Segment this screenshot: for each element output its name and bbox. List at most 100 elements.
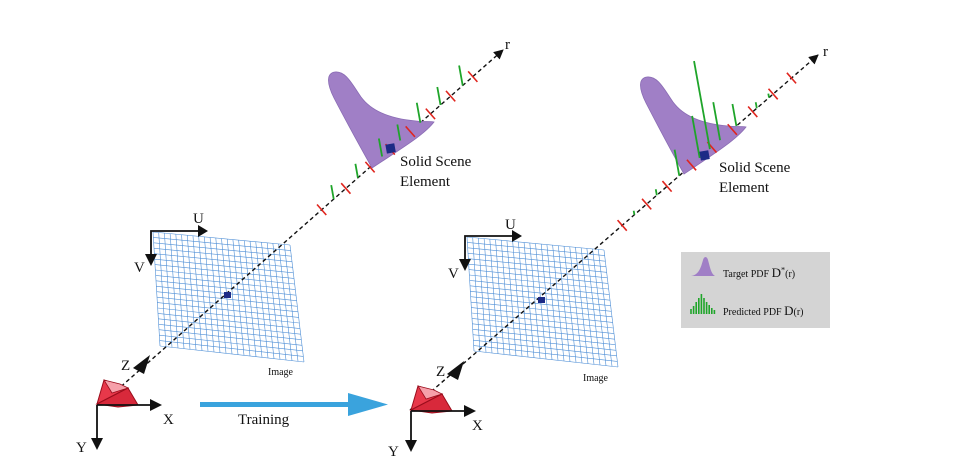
left-y-arrowhead bbox=[91, 438, 103, 450]
grid-line bbox=[540, 244, 553, 360]
grid-line bbox=[466, 236, 475, 352]
grid-line bbox=[198, 236, 209, 352]
predicted-pdf-bar bbox=[632, 210, 636, 215]
legend-target-label: Target PDF bbox=[723, 269, 770, 280]
ray-tick bbox=[445, 90, 456, 102]
grid-line bbox=[157, 313, 301, 329]
grid-line bbox=[155, 280, 297, 296]
predicted-pdf-bar bbox=[354, 163, 359, 178]
grid-line bbox=[158, 329, 303, 346]
grid-line bbox=[468, 263, 608, 279]
right-u-arrowhead bbox=[512, 230, 522, 242]
grid-line bbox=[272, 243, 287, 361]
ray-tick bbox=[316, 203, 327, 216]
predicted-pdf-bar bbox=[673, 149, 681, 176]
right-solid-scene-label-1: Solid Scene bbox=[719, 160, 791, 176]
ray-tick bbox=[364, 161, 376, 173]
right-image-grid bbox=[466, 236, 619, 368]
left-x-label: X bbox=[163, 412, 174, 428]
grid-line bbox=[155, 275, 296, 290]
predicted-pdf-bar bbox=[691, 115, 701, 159]
grid-line bbox=[156, 291, 298, 307]
legend-target-arg: (r) bbox=[785, 269, 796, 280]
grid-line bbox=[164, 233, 173, 348]
legend-icons bbox=[690, 257, 716, 314]
grid-line bbox=[156, 296, 299, 313]
grid-line bbox=[283, 244, 299, 362]
predicted-pdf-icon bbox=[690, 294, 716, 314]
right-v-label: V bbox=[448, 266, 459, 282]
left-z-label: Z bbox=[121, 358, 130, 374]
left-ray-label: r bbox=[505, 37, 510, 53]
right-y-label: Y bbox=[388, 444, 399, 460]
grid-line bbox=[169, 233, 179, 349]
grid-line bbox=[469, 274, 609, 290]
grid-line bbox=[466, 236, 605, 251]
grid-line bbox=[175, 234, 185, 349]
ray-tick bbox=[467, 70, 479, 83]
predicted-pdf-bar bbox=[458, 65, 464, 86]
grid-line bbox=[204, 236, 215, 353]
right-z-arrowhead bbox=[447, 361, 464, 380]
predicted-pdf-bar bbox=[415, 102, 422, 123]
right-u-label: U bbox=[505, 217, 516, 233]
left-image-caption: Image bbox=[268, 367, 294, 378]
grid-line bbox=[472, 323, 615, 340]
grid-line bbox=[159, 345, 305, 363]
grid-line bbox=[467, 242, 605, 256]
grid-line bbox=[470, 296, 612, 312]
grid-line bbox=[471, 318, 615, 334]
ray-tick bbox=[767, 88, 779, 100]
training-arrow: Training bbox=[200, 393, 388, 428]
grid-line bbox=[159, 334, 303, 352]
grid-line bbox=[158, 232, 167, 347]
grid-line bbox=[469, 285, 611, 301]
grid-line bbox=[473, 345, 618, 362]
grid-line bbox=[473, 339, 617, 357]
grid-line bbox=[470, 301, 613, 318]
ray-tick bbox=[641, 198, 652, 210]
right-v-arrowhead bbox=[459, 259, 471, 271]
left-uv-axes bbox=[150, 230, 198, 260]
legend-target-symbol: D bbox=[771, 265, 781, 280]
legend-predicted-arg: (r) bbox=[793, 307, 804, 318]
legend-predicted-symbol: D bbox=[784, 303, 794, 318]
grid-line bbox=[232, 239, 245, 356]
scene-element-marker-icon bbox=[699, 150, 710, 161]
grid-line bbox=[192, 235, 203, 351]
grid-line bbox=[467, 252, 607, 268]
grid-line bbox=[157, 307, 300, 324]
grid-line bbox=[226, 239, 239, 355]
left-u-label: U bbox=[193, 211, 204, 227]
left-v-arrowhead bbox=[145, 254, 157, 266]
grid-line bbox=[472, 237, 481, 352]
left-y-label: Y bbox=[76, 440, 87, 456]
right-ray bbox=[409, 54, 819, 411]
grid-line bbox=[154, 253, 293, 268]
legend-predicted-row: Predicted PDF D(r) bbox=[723, 303, 804, 319]
grid-line bbox=[158, 323, 302, 341]
right-panel: r Solid Scene Element U V Image X Y Z bbox=[388, 44, 828, 460]
ray-tick bbox=[727, 123, 738, 136]
grid-line bbox=[153, 242, 292, 257]
right-ray-ticks bbox=[616, 72, 797, 232]
legend-target-row: Target PDF D*(r) bbox=[723, 265, 795, 281]
grid-line bbox=[472, 334, 617, 351]
predicted-pdf-bar bbox=[767, 93, 770, 98]
grid-line bbox=[546, 244, 559, 361]
grid-line bbox=[468, 258, 607, 273]
ray-tick bbox=[405, 125, 416, 138]
grid-line bbox=[238, 240, 251, 357]
ray-tick bbox=[616, 219, 628, 232]
predicted-pdf-bar bbox=[693, 60, 711, 150]
right-x-label: X bbox=[472, 418, 483, 434]
right-predicted-pdf bbox=[632, 60, 770, 215]
grid-line bbox=[469, 280, 610, 295]
grid-line bbox=[153, 237, 291, 251]
grid-line bbox=[266, 242, 281, 360]
grid-line bbox=[563, 246, 577, 363]
grid-line bbox=[580, 247, 595, 365]
grid-line bbox=[152, 231, 161, 347]
grid-line bbox=[215, 237, 227, 354]
